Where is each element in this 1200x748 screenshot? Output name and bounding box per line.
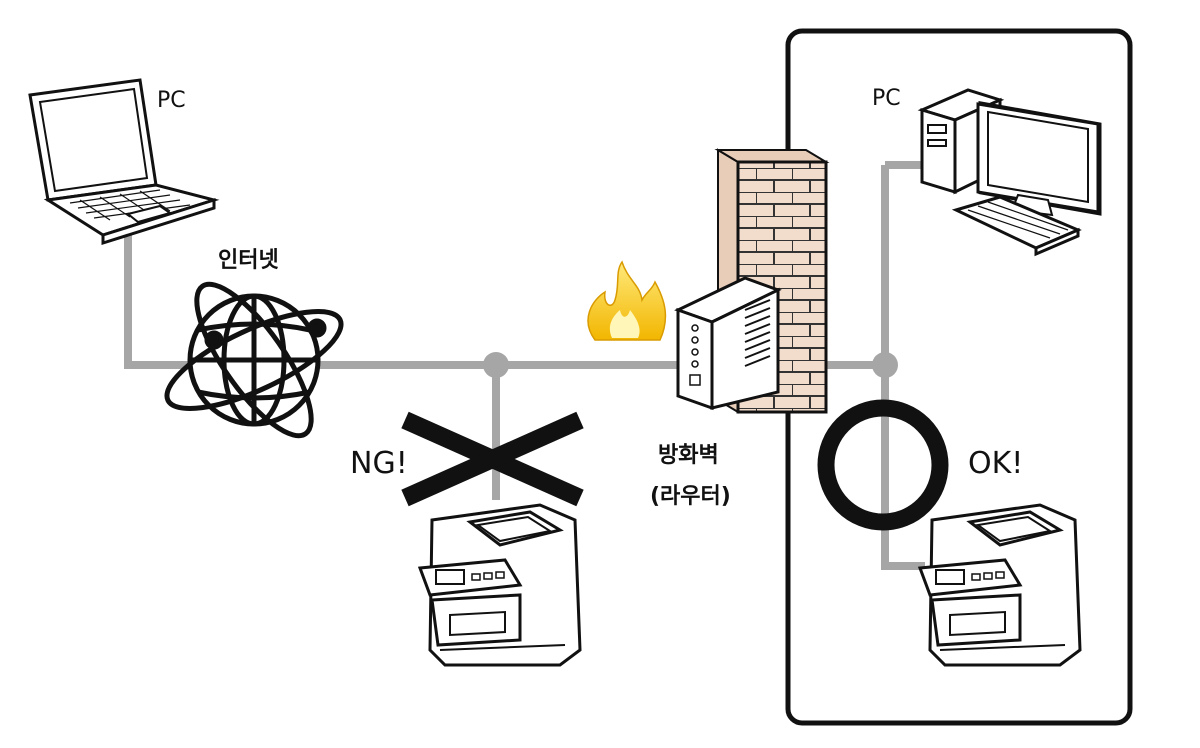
junction-node-right (872, 352, 898, 378)
router-label: (라우터) (650, 484, 731, 509)
laptop-pc-label: PC (157, 88, 186, 113)
junction-node-left (483, 352, 509, 378)
multifunction-printer-icon (417, 503, 582, 667)
internet-label: 인터넷 (218, 248, 279, 273)
laptop-icon (28, 78, 220, 246)
globe-network-icon (164, 281, 344, 439)
router-icon (674, 276, 782, 411)
firewall-label: 방화벽 (658, 443, 719, 468)
multifunction-printer-icon (917, 503, 1082, 667)
desktop-pc-icon (917, 88, 1102, 257)
circle-mark-icon (817, 399, 949, 531)
ng-label: NG! (350, 446, 408, 481)
desktop-pc-label: PC (872, 86, 901, 111)
cross-mark-icon (401, 411, 584, 507)
ok-label: OK! (968, 446, 1024, 481)
flame-icon (587, 260, 667, 341)
